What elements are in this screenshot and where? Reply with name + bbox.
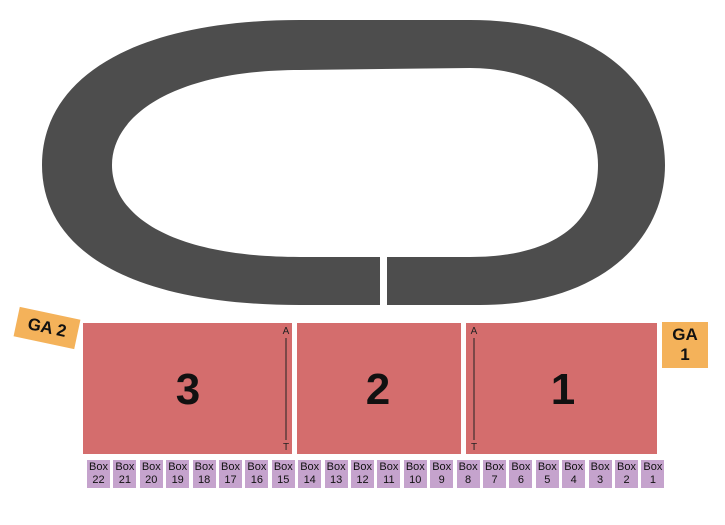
box-seat-prefix: Box [194,461,214,473]
box-seat-number: 22 [92,474,105,486]
box-seat-prefix: Box [273,461,293,473]
box-seat-number: 6 [517,474,524,486]
box-seat-number: 16 [250,474,264,486]
box-seat-prefix: Box [432,461,452,473]
box-seat-number: 2 [623,474,630,486]
box-seat-prefix: Box [326,461,346,473]
box-seat-prefix: Box [221,461,240,473]
box-seat-number: 7 [491,474,498,486]
section-1[interactable] [466,323,657,454]
box-seat-number: 8 [465,474,472,486]
box-seat-prefix: Box [485,461,504,473]
box-seat-prefix: Box [405,461,425,473]
aisle-marker-bottom: T [283,442,289,453]
oval-track [42,20,665,305]
section-3[interactable] [83,323,292,454]
box-seat-number: 19 [171,474,184,486]
box-seat-prefix: Box [458,461,478,473]
box-seat-prefix: Box [379,461,399,473]
section-2-label: 2 [366,365,390,414]
section-2[interactable] [297,323,461,454]
aisle-marker-top: A [283,326,290,337]
box-seat-prefix: Box [617,461,636,473]
box-seat-number: 5 [544,474,551,486]
box-seat-number: 13 [329,474,343,486]
box-seat-prefix: Box [168,461,188,473]
box-seat-prefix: Box [353,461,372,473]
box-seat-prefix: Box [643,461,663,473]
section-1-label: 1 [551,365,575,414]
box-seat-number: 1 [649,474,656,486]
section-3-label: 3 [176,365,200,414]
box-seat-number: 12 [356,474,369,486]
box-seat-number: 18 [197,474,211,486]
ga-1-label-line1: GA [672,325,698,344]
box-seat-number: 3 [597,474,604,486]
ga-1-label-line2: 1 [680,345,690,364]
ga-1-area[interactable]: GA 1 [662,322,708,368]
box-seat-prefix: Box [141,461,161,473]
box-seat-number: 4 [570,474,577,486]
box-seat-number: 15 [277,474,290,486]
box-seat-number: 10 [409,474,422,486]
box-seat-number: 20 [145,474,158,486]
box-seat-number: 17 [224,474,237,486]
box-seat-number: 11 [383,474,395,486]
aisle-marker-bottom: T [471,442,477,453]
box-seat-number: 9 [438,474,445,486]
box-seat-prefix: Box [247,461,267,473]
aisle-marker-top: A [471,326,478,337]
ga-2-label: GA 2 [26,314,69,341]
box-seat-prefix: Box [564,461,584,473]
box-seat-prefix: Box [511,461,531,473]
box-seat-prefix: Box [590,461,610,473]
box-seat-prefix: Box [89,461,108,473]
box-seat-number: 14 [303,474,316,486]
box-seat-number: 21 [118,474,132,486]
box-seat-prefix: Box [300,461,320,473]
box-seat-prefix: Box [537,461,557,473]
box-seat-prefix: Box [115,461,135,473]
track-gap [380,250,387,310]
